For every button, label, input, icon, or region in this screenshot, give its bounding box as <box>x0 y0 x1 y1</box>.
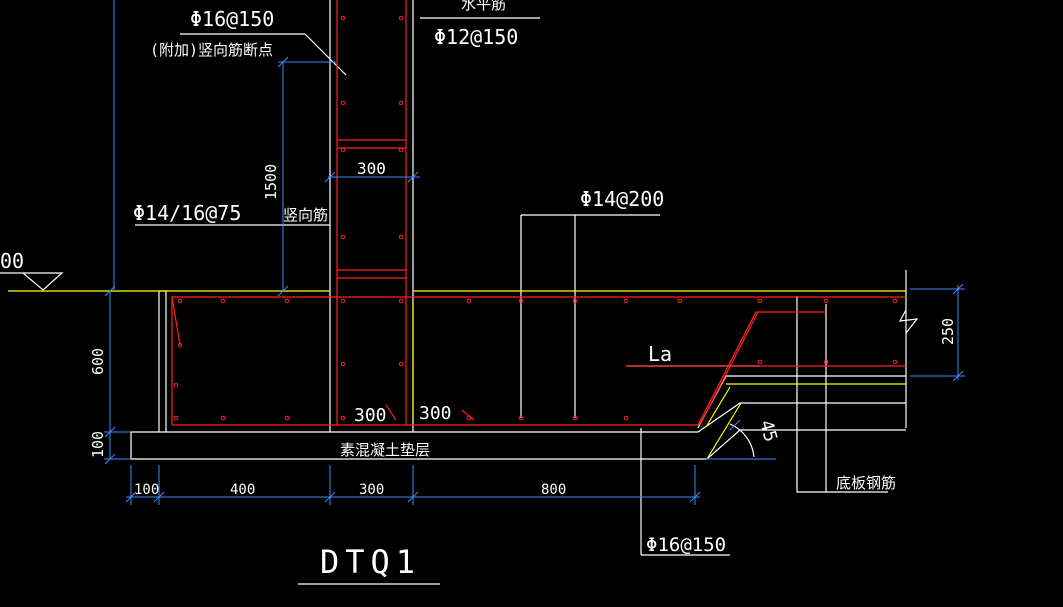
label-vertical-rebar: 竖向筋 <box>283 206 328 224</box>
label-horizontal-rebar: Φ12@150 <box>434 25 518 49</box>
label-top-right-clipped: 水平筋 <box>461 0 506 13</box>
dim-100: 100 <box>134 482 159 498</box>
drawing-title: DTQ1 <box>320 543 421 581</box>
label-slab-top-rebar: Φ14@200 <box>580 187 664 211</box>
dim-600: 600 <box>89 348 107 375</box>
dim-wall-300-upper: 300 <box>357 159 386 178</box>
label-top-rebar-note: (附加)竖向筋断点 <box>150 41 273 59</box>
label-concrete-pad: 素混凝土垫层 <box>340 441 430 459</box>
label-wall-rebar-left: Φ14/16@75 <box>133 201 241 225</box>
dim-1500: 1500 <box>262 164 280 200</box>
dim-400: 400 <box>230 482 255 498</box>
rebar-lines <box>171 0 906 426</box>
dim-800: 800 <box>541 482 566 498</box>
label-top-rebar: Φ16@150 <box>190 7 274 31</box>
dimension-lines <box>104 0 965 505</box>
label-base-rebar: 底板钢筋 <box>836 474 896 492</box>
dim-300-a: 300 <box>354 405 387 426</box>
dim-250: 250 <box>939 318 957 345</box>
concrete-outline <box>0 0 919 585</box>
dim-300-c: 300 <box>359 482 384 498</box>
grade-lines <box>8 290 906 460</box>
label-bottom-rebar: Φ16@150 <box>646 534 726 556</box>
label-la: La <box>648 342 672 366</box>
dim-300-b: 300 <box>419 403 452 424</box>
annotations: Φ16@150 (附加)竖向筋断点 水平筋 Φ12@150 300 1500 Φ… <box>0 0 957 581</box>
dim-100-vertical: 100 <box>89 431 107 458</box>
rebar-dots <box>173 15 898 421</box>
label-angle-45: 45 <box>755 418 781 444</box>
label-elevation-clip: 00 <box>0 249 24 273</box>
